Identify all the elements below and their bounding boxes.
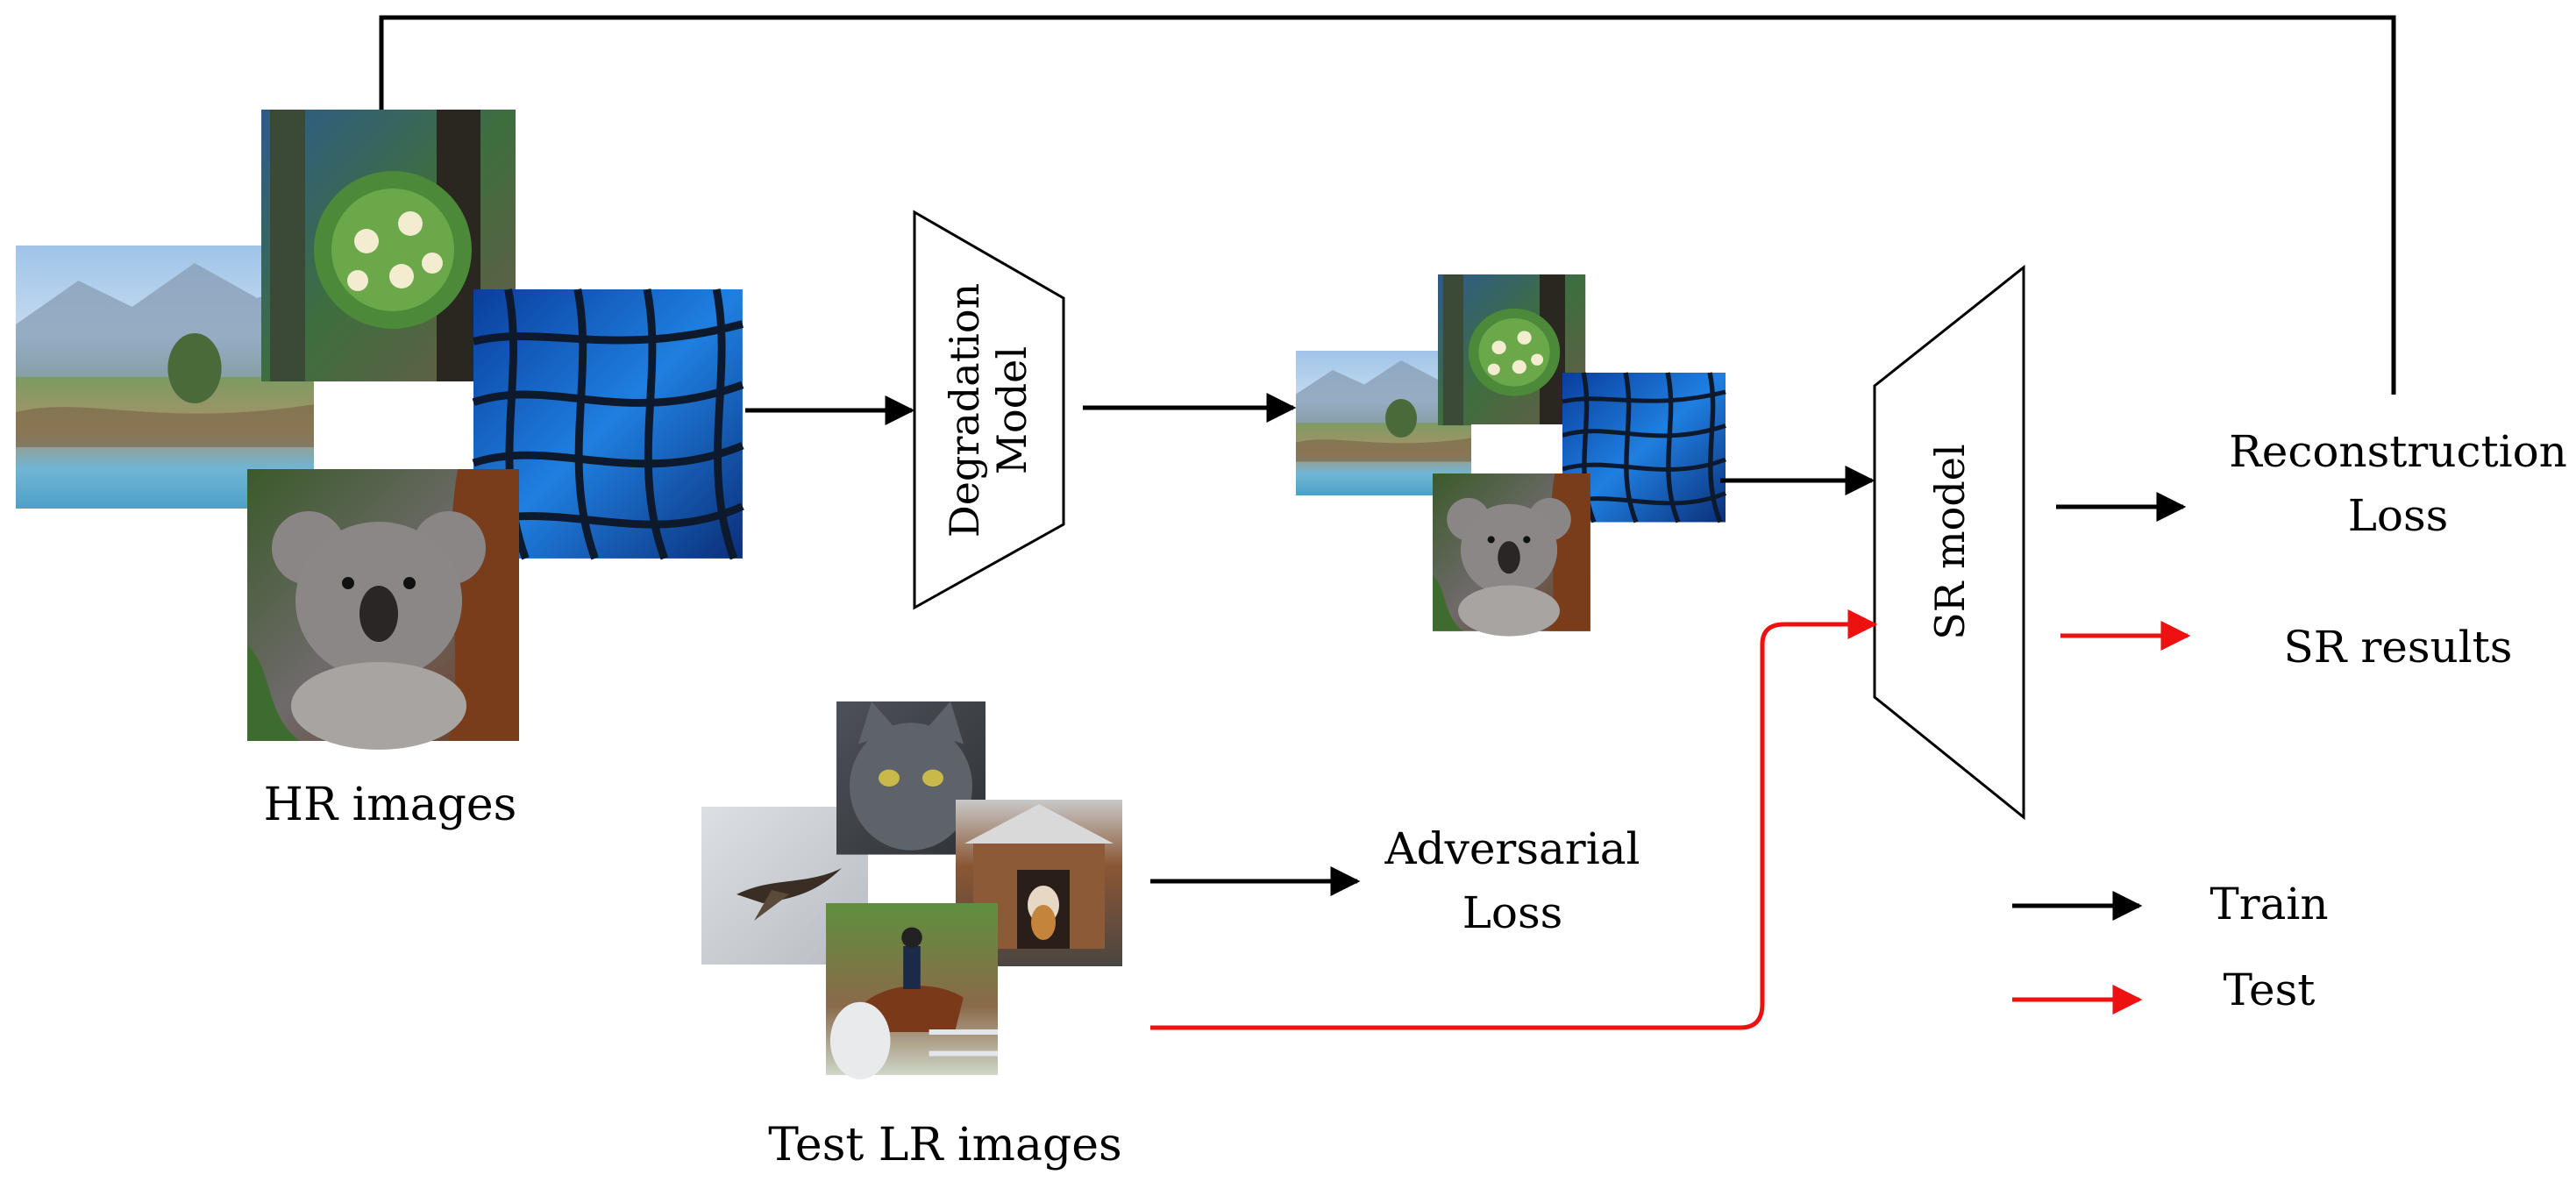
legend: Train Test (2012, 879, 2329, 1015)
degraded-images-cluster (1296, 274, 1726, 637)
test-gap (868, 855, 956, 903)
reconstruction-loss-label-line2: Loss (2348, 490, 2449, 541)
hr-images-label: HR images (264, 779, 517, 831)
degradation-label-line1: Degradation (941, 283, 988, 538)
sr-model-label: SR model (1926, 444, 1974, 639)
sr-results-label: SR results (2284, 622, 2513, 673)
degradation-model-block (913, 210, 1065, 610)
hr-images-cluster (16, 110, 743, 750)
lr-image-koala (1433, 473, 1590, 637)
degradation-model-label: Degradation Model (941, 283, 1035, 538)
adversarial-loss-label-line1: Adversarial (1384, 823, 1640, 874)
test-image-horse-rider (826, 903, 998, 1079)
reconstruction-feedback-line (379, 15, 2396, 395)
sr-model-block (1873, 264, 2025, 821)
lr-gap (1471, 424, 1562, 473)
reconstruction-loss-label-line1: Reconstruction (2229, 426, 2567, 477)
test-lr-images-label: Test LR images (768, 1119, 1121, 1171)
legend-test-label: Test (2224, 965, 2316, 1015)
hr-gap (314, 381, 472, 473)
legend-train-label: Train (2210, 879, 2328, 929)
red-test-path (1150, 609, 1878, 1030)
degradation-label-line2: Model (988, 346, 1035, 474)
adversarial-loss-label-line2: Loss (1462, 887, 1563, 938)
test-lr-images-cluster (701, 701, 1122, 1079)
hr-image-koala (247, 469, 519, 750)
